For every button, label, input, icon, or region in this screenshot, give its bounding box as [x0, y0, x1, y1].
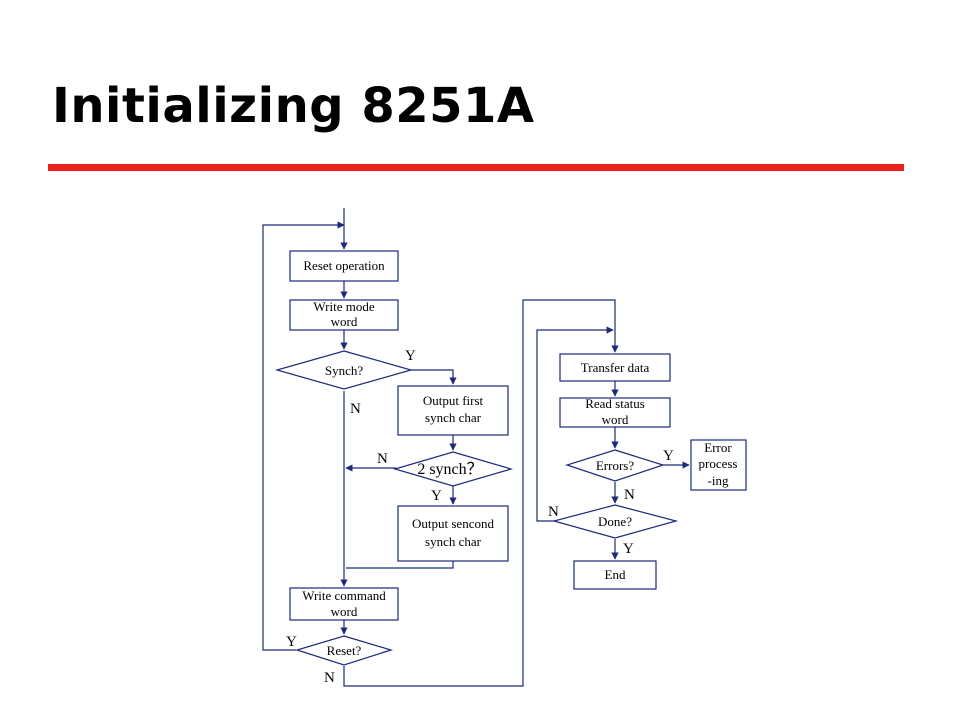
done-decision: [551, 504, 679, 539]
done-label: Done?: [598, 514, 632, 529]
error-processing-label-3: -ing: [708, 473, 729, 488]
output-second-label-1: Output sencond: [412, 516, 494, 531]
read-status-label-1: Read status: [585, 396, 645, 411]
done-yes: Y: [623, 541, 634, 557]
synch-label: Synch?: [325, 363, 364, 378]
write-command-label-1: Write command: [302, 588, 386, 603]
error-processing-box: [690, 439, 747, 491]
done-no: N: [548, 504, 559, 520]
read-status-box: [559, 397, 671, 428]
output-first-label-2: synch char: [425, 410, 482, 425]
errors-label: Errors?: [596, 458, 634, 473]
two-synch-yes: Y: [431, 488, 442, 504]
synch-yes: Y: [405, 348, 416, 364]
errors-yes: Y: [663, 448, 674, 464]
flowchart-text: Reset operation Write mode word Synch? O…: [302, 258, 737, 658]
reset-decision: [294, 635, 394, 666]
shapes: [274, 250, 747, 666]
transfer-data-label: Transfer data: [581, 360, 650, 375]
end-label: End: [605, 567, 626, 582]
synch-decision: [274, 350, 414, 390]
reset-operation-box: [289, 250, 399, 282]
branch-labels: Y N N Y Y N Y N N Y: [286, 348, 674, 686]
output-first-box: [397, 385, 509, 436]
slide-title: Initializing 8251A: [52, 78, 535, 134]
end-box: [573, 560, 657, 590]
reset-label: Reset?: [327, 643, 362, 658]
error-processing-label-2: process: [699, 456, 738, 471]
read-status-label-2: word: [602, 412, 629, 427]
write-mode-box: [289, 299, 399, 331]
two-synch-label: 2 synch？: [417, 461, 482, 478]
connectors: [262, 208, 690, 687]
reset-operation-label: Reset operation: [303, 258, 385, 273]
reset-yes: Y: [286, 634, 297, 650]
output-first-label-1: Output first: [423, 393, 484, 408]
output-second-box: [397, 505, 509, 562]
errors-decision: [565, 449, 665, 482]
transfer-data-box: [559, 353, 671, 382]
write-mode-label-2: word: [331, 314, 358, 329]
two-synch-decision: [392, 451, 514, 487]
error-processing-label-1: Error: [704, 440, 732, 455]
write-command-label-2: word: [331, 604, 358, 619]
title-underline: [48, 164, 904, 171]
reset-no: N: [324, 670, 335, 686]
write-mode-label-1: Write mode: [313, 299, 374, 314]
errors-no: N: [624, 487, 635, 503]
two-synch-no: N: [377, 451, 388, 467]
write-command-box: [289, 587, 399, 621]
synch-no: N: [350, 401, 361, 417]
output-second-label-2: synch char: [425, 534, 482, 549]
